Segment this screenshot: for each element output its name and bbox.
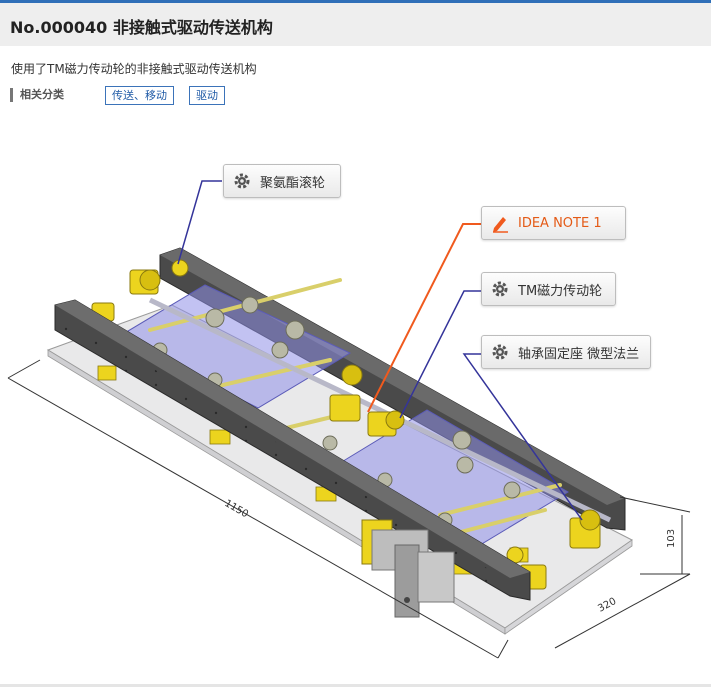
leader-idea-note xyxy=(367,223,482,413)
callout-polyurethane-roller[interactable]: 聚氨酯滚轮 xyxy=(223,164,341,198)
callout-label: 聚氨酯滚轮 xyxy=(260,175,326,191)
category-tag-transport[interactable]: 传送、移动 xyxy=(105,86,174,105)
gear-icon xyxy=(492,281,508,297)
dimension-height: 103 xyxy=(666,529,677,548)
rollers xyxy=(91,259,601,590)
top-accent-rule xyxy=(0,0,711,3)
callout-idea-note[interactable]: IDEA NOTE 1 xyxy=(481,206,626,240)
category-label: 相关分类 xyxy=(10,88,64,102)
callout-label: 轴承固定座 微型法兰 xyxy=(518,346,640,362)
pencil-icon xyxy=(493,217,508,233)
callout-tm-magnetic-wheel[interactable]: TM磁力传动轮 xyxy=(481,272,616,306)
motor-assembly xyxy=(361,519,455,618)
dimension-width: 320 xyxy=(596,596,618,615)
dimension-lines xyxy=(7,359,691,659)
callout-label: IDEA NOTE 1 xyxy=(518,215,602,231)
gear-icon xyxy=(234,173,250,189)
callout-label: TM磁力传动轮 xyxy=(518,283,603,299)
page-title: No.000040 非接触式驱动传送机构 xyxy=(10,18,273,37)
callout-bearing-mount[interactable]: 轴承固定座 微型法兰 xyxy=(481,335,651,369)
category-tag-drive[interactable]: 驱动 xyxy=(189,86,225,105)
leader-tm-magnetic-wheel xyxy=(399,290,482,419)
leader-bearing-mount xyxy=(462,353,583,521)
leader-polyurethane-roller xyxy=(177,180,222,265)
category-row: 相关分类 传送、移动 驱动 xyxy=(10,86,700,106)
page-description: 使用了TM磁力传动轮的非接触式驱动传送机构 xyxy=(11,62,257,76)
title-bar: No.000040 非接触式驱动传送机构 xyxy=(0,3,711,46)
dimension-length: 1150 xyxy=(223,498,251,520)
gear-icon xyxy=(492,344,508,360)
bottom-divider xyxy=(0,684,711,687)
